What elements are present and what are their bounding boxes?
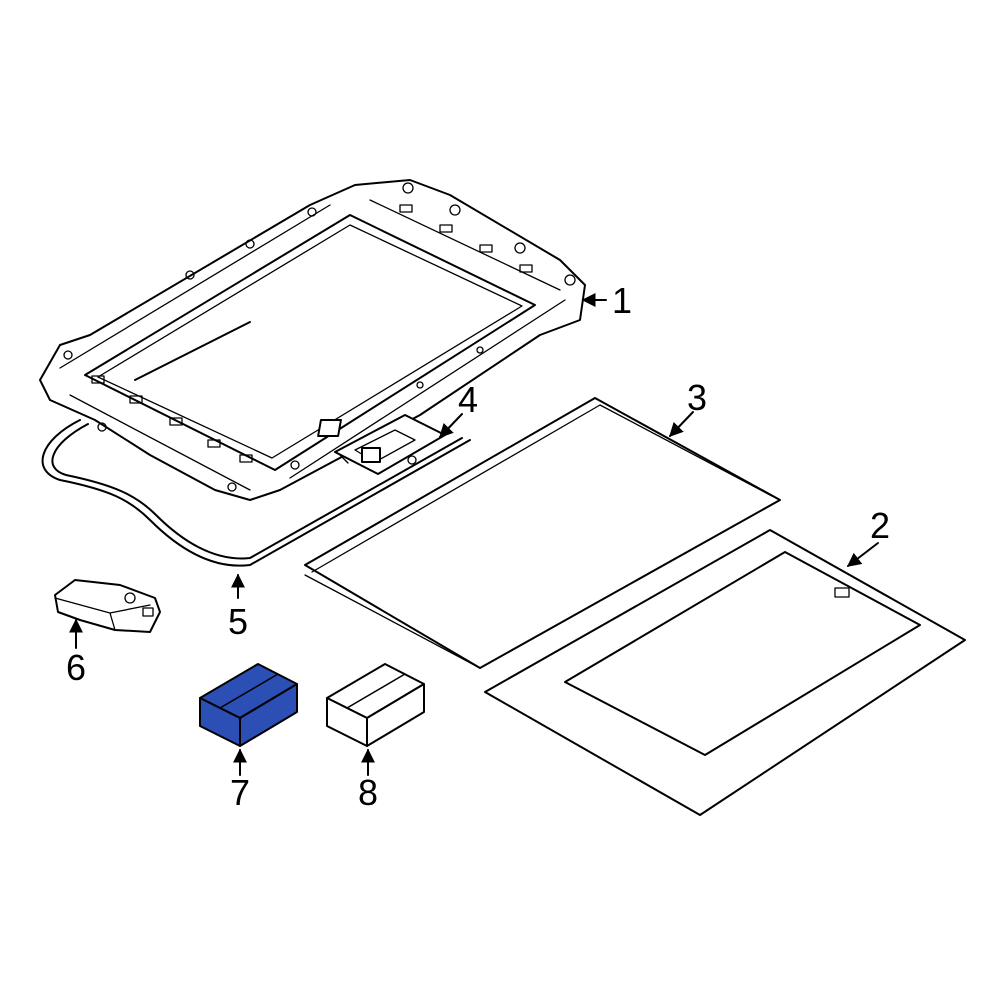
callout-8: 8 <box>358 772 378 813</box>
callout-2: 2 <box>870 505 890 546</box>
callout-7: 7 <box>230 772 250 813</box>
part-4-bracket[interactable] <box>317 414 446 475</box>
part-1-sunroof-frame[interactable] <box>39 179 586 501</box>
callout-1: 1 <box>612 280 632 321</box>
part-7-module-highlighted[interactable] <box>199 663 298 747</box>
callout-4: 4 <box>458 379 478 420</box>
callout-3: 3 <box>687 377 707 418</box>
callout-5: 5 <box>228 601 248 642</box>
part-5-drain-hose[interactable] <box>41 419 471 567</box>
part-2-glass-panel[interactable] <box>484 529 966 816</box>
part-6-motor[interactable] <box>54 579 161 633</box>
callout-6: 6 <box>66 647 86 688</box>
part-8-block[interactable] <box>326 663 425 747</box>
part-3-sunshade[interactable] <box>304 397 781 669</box>
leader-lines <box>69 293 879 776</box>
